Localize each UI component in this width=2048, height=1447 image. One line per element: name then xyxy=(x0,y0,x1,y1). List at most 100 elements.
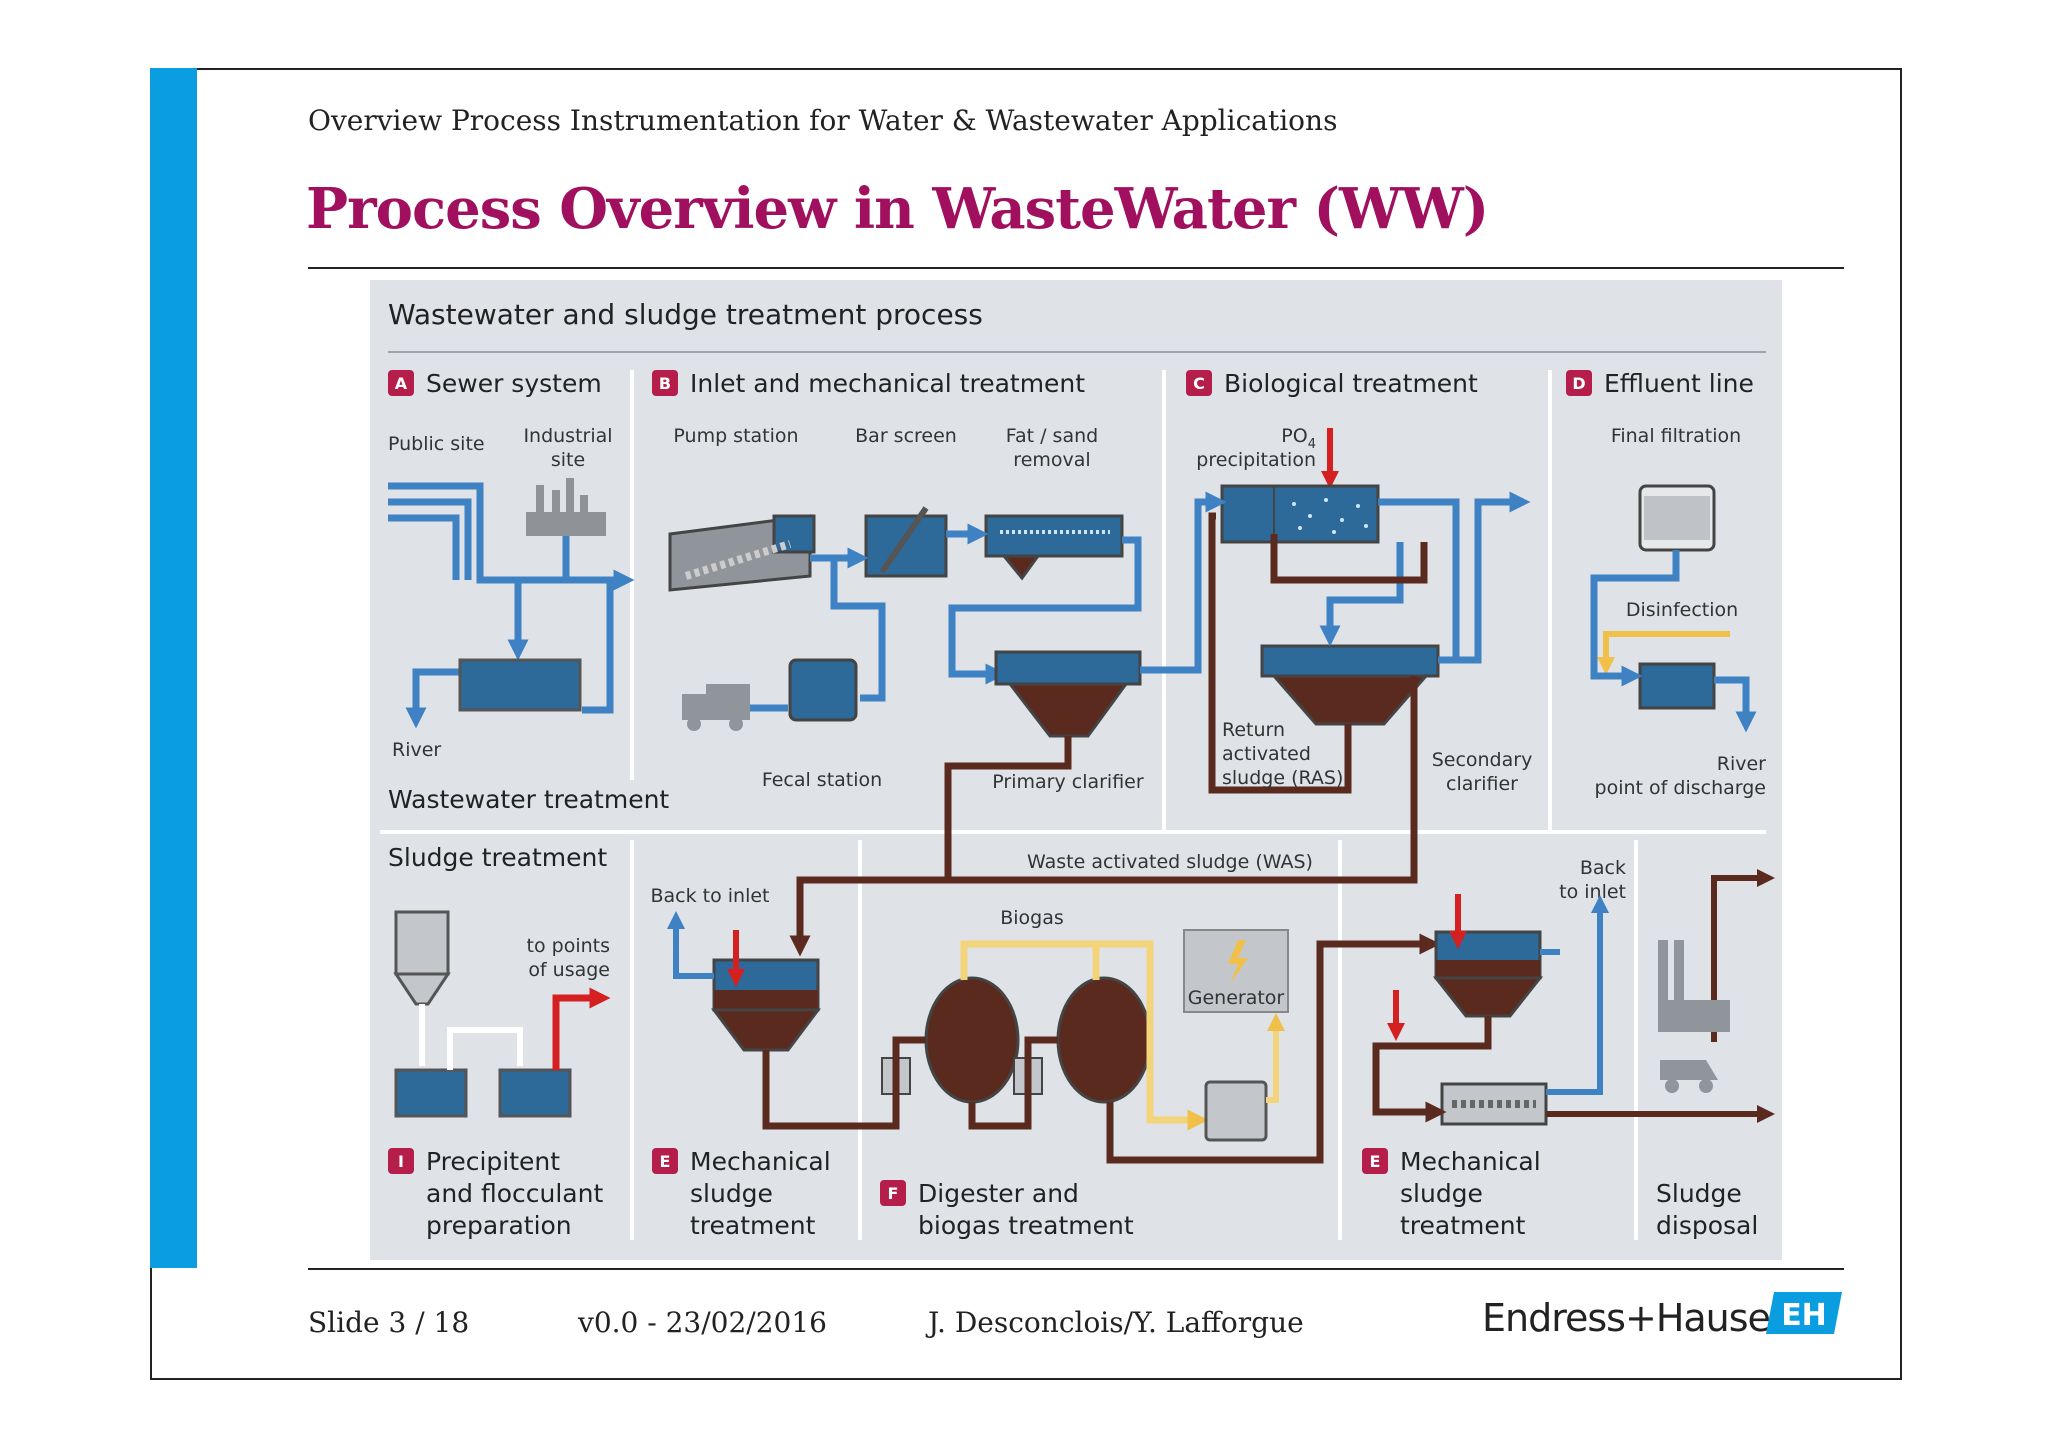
svg-text:disposal: disposal xyxy=(1656,1211,1758,1240)
bio-water-pipes xyxy=(1140,491,1531,674)
svg-text:treatment: treatment xyxy=(1400,1211,1526,1240)
section-i-header: I Precipitent and flocculant preparation xyxy=(388,1147,603,1240)
label-fat-sand-1: Fat / sand xyxy=(1006,425,1098,447)
diagram-title: Wastewater and sludge treatment process xyxy=(388,298,983,331)
label-river-discharge-1: River xyxy=(1717,753,1766,775)
mixing-tanks xyxy=(394,1068,572,1118)
section-dividers xyxy=(380,370,1766,1240)
footer-divider xyxy=(308,1268,1844,1270)
screw-press xyxy=(1440,1082,1548,1126)
svg-text:Inlet and mechanical treatment: Inlet and mechanical treatment xyxy=(690,369,1085,398)
incinerator-icon xyxy=(1658,940,1730,1032)
svg-text:Effluent line: Effluent line xyxy=(1604,369,1754,398)
secondary-clarifier xyxy=(1260,644,1440,726)
thickener-return xyxy=(667,911,714,979)
dump-truck-icon xyxy=(1660,1060,1718,1093)
label-back-to-inlet-2a: Back xyxy=(1580,857,1626,879)
label-ras-2: activated xyxy=(1222,743,1311,765)
svg-text:EH: EH xyxy=(1781,1298,1827,1333)
sludge-thickener xyxy=(711,958,821,1052)
svg-text:I: I xyxy=(398,1152,404,1171)
press-return xyxy=(1546,895,1609,1095)
label-po4-2: precipitation xyxy=(1196,449,1316,471)
version-date: v0.0 - 23/02/2016 xyxy=(578,1306,827,1339)
svg-text:C: C xyxy=(1193,374,1205,393)
svg-text:Generator: Generator xyxy=(1188,987,1285,1009)
svg-text:treatment: treatment xyxy=(690,1211,816,1240)
slide-title: Process Overview in WasteWater (WW) xyxy=(306,176,1489,242)
section-d-header: D Effluent line xyxy=(1566,369,1754,398)
section-f-header: F Digester and biogas treatment xyxy=(880,1179,1134,1240)
label-to-usage-1: to points xyxy=(527,935,610,957)
svg-text:Mechanical: Mechanical xyxy=(690,1147,831,1176)
slide-accent-bar xyxy=(150,68,197,1268)
label-back-to-inlet-2b: to inlet xyxy=(1559,881,1626,903)
fecal-tank xyxy=(788,658,858,722)
label-sludge-treatment: Sludge treatment xyxy=(388,843,607,872)
effluent-pipes xyxy=(1590,550,1757,733)
sewer-pipes xyxy=(388,482,635,729)
svg-text:preparation: preparation xyxy=(426,1211,572,1240)
label-to-usage-2: of usage xyxy=(528,959,610,981)
tank-transfer xyxy=(447,1027,523,1070)
to-usage-pipe xyxy=(552,987,611,1070)
dewater-to-press xyxy=(1372,1016,1492,1123)
generator-box: Generator xyxy=(1183,929,1289,1013)
pump-station xyxy=(668,514,816,592)
digester-sludge-pipe xyxy=(762,1036,926,1130)
label-ras-1: Return xyxy=(1222,719,1285,741)
label-biogas: Biogas xyxy=(1000,907,1064,929)
final-filter xyxy=(1638,484,1716,552)
disposal-out xyxy=(1711,869,1775,1042)
section-e2-header: E Mechanical sludge treatment xyxy=(1362,1147,1541,1240)
primary-clarifier xyxy=(994,650,1142,738)
svg-text:D: D xyxy=(1572,374,1585,393)
title-divider xyxy=(308,267,1844,269)
ras-loop xyxy=(1208,512,1428,794)
disinfection-tank xyxy=(1638,662,1716,710)
biogas-pipe xyxy=(960,940,1209,1131)
label-secondary-clarifier-2: clarifier xyxy=(1446,773,1518,795)
label-back-to-inlet-1: Back to inlet xyxy=(650,885,769,907)
section-disposal-header: Sludge disposal xyxy=(1656,1179,1758,1240)
gas-holder xyxy=(1204,1080,1268,1142)
label-final-filtration: Final filtration xyxy=(1611,425,1741,447)
svg-text:Biological treatment: Biological treatment xyxy=(1224,369,1478,398)
label-industrial-site-2: site xyxy=(551,449,585,471)
lightning-icon xyxy=(1228,940,1248,984)
label-was: Waste activated sludge (WAS) xyxy=(1027,851,1313,873)
disinfectant-arrow xyxy=(1597,631,1730,675)
authors: J. Desconclois/Y. Lafforgue xyxy=(928,1306,1304,1339)
section-c-header: C Biological treatment xyxy=(1186,369,1478,398)
svg-text:and flocculant: and flocculant xyxy=(426,1179,603,1208)
label-fat-sand-2: removal xyxy=(1013,449,1090,471)
chemical-silo xyxy=(393,910,451,1006)
aeration-tank xyxy=(1220,484,1380,544)
slide-subtitle: Overview Process Instrumentation for Wat… xyxy=(308,104,1338,137)
grit-chamber xyxy=(984,514,1124,581)
digester-1 xyxy=(924,976,1020,1104)
svg-text:A: A xyxy=(395,374,408,393)
svg-text:B: B xyxy=(659,374,671,393)
label-po4-1: PO4 xyxy=(1281,425,1316,452)
label-primary-clarifier: Primary clarifier xyxy=(992,771,1144,793)
storm-tank xyxy=(458,658,582,712)
digester-2 xyxy=(1056,976,1152,1104)
svg-text:Digester and: Digester and xyxy=(918,1179,1079,1208)
label-bar-screen: Bar screen xyxy=(855,425,957,447)
digested-sludge-pipe xyxy=(1106,933,1441,1164)
label-river-discharge-2: point of discharge xyxy=(1595,777,1766,799)
section-e1-header: E Mechanical sludge treatment xyxy=(652,1147,831,1240)
svg-text:sludge: sludge xyxy=(690,1179,773,1208)
digester-link-pipe xyxy=(968,1036,1058,1130)
slide-number: Slide 3 / 18 xyxy=(308,1306,470,1339)
label-river-a: River xyxy=(392,739,441,761)
was-pipe xyxy=(789,676,1418,957)
truck-icon xyxy=(682,684,750,731)
label-secondary-clarifier-1: Secondary xyxy=(1432,749,1533,771)
bar-screen xyxy=(864,506,948,578)
brand-logo: EH xyxy=(1766,1292,1842,1334)
inlet-pipes xyxy=(810,523,1142,702)
label-pump-station: Pump station xyxy=(673,425,798,447)
svg-text:Precipitent: Precipitent xyxy=(426,1147,560,1176)
